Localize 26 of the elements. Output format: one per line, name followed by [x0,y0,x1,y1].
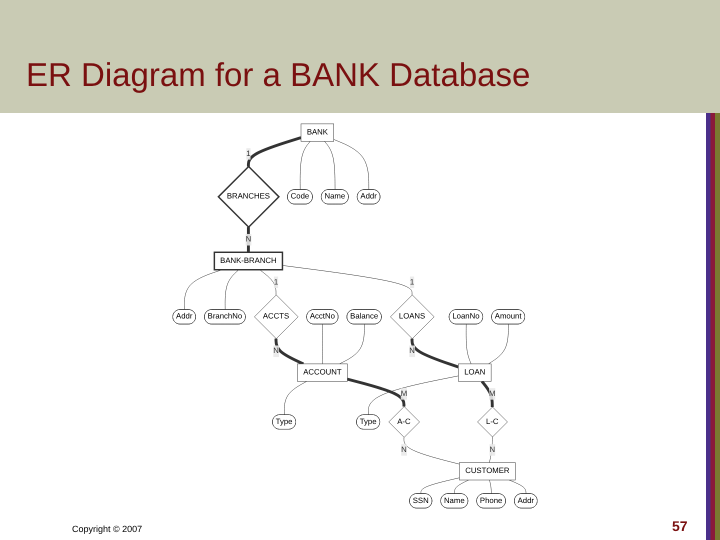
page-number: 57 [672,518,688,534]
connector [404,437,460,464]
connector [284,381,307,416]
connector [410,338,459,368]
copyright-note: Copyright © 2007 [72,524,142,534]
connector [339,324,365,364]
connector [508,480,526,494]
connector [368,376,459,416]
connector [480,380,494,407]
connector [466,324,472,364]
connector [488,324,509,364]
connector [246,227,250,252]
connector [489,436,492,463]
connector [300,141,310,190]
connector [259,269,276,296]
connector [489,480,492,494]
connector [334,139,370,190]
connector [322,324,323,364]
connector [282,265,412,296]
slide-title: ER Diagram for a BANK Database [26,56,530,94]
connector [274,338,304,366]
connector [347,378,406,407]
connector [420,478,460,494]
connector [454,480,469,494]
connector [224,269,240,310]
connector [324,141,336,190]
